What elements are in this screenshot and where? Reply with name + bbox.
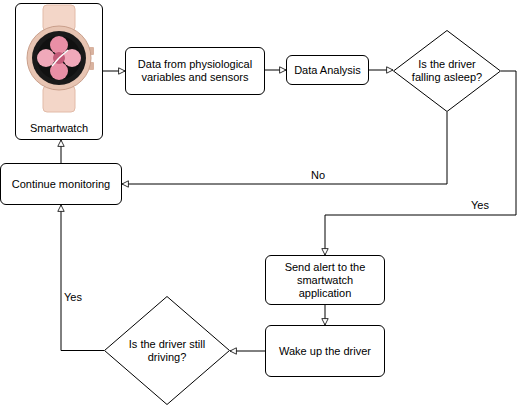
flow-arrow: [61, 205, 104, 351]
diamond-outline: [394, 31, 501, 112]
process-box: Send alert to the smartwatch application: [265, 255, 385, 305]
node-text-group: Smartwatch: [30, 122, 88, 135]
node-label: Data from physiological variables and se…: [132, 58, 258, 84]
process-box: Data Analysis: [286, 55, 369, 85]
diamond-outline: [105, 297, 230, 405]
flow-arrow: [265, 70, 286, 71]
edge-label: Yes: [64, 291, 82, 304]
process-box: Data from physiological variables and se…: [125, 47, 265, 95]
node-label: Is the driver falling asleep?: [407, 58, 487, 84]
flow-arrow: [122, 112, 447, 184]
flow-arrow: [103, 71, 125, 72]
node-text-group: Is the driver falling asleep?: [407, 58, 487, 84]
flow-arrow: [325, 71, 516, 255]
node-text-group: Continue monitoring: [12, 178, 110, 191]
node-label: Wake up the driver: [279, 345, 371, 358]
flow-arrow: [325, 305, 326, 325]
flow-arrow: [230, 351, 265, 352]
device-box: Smartwatch: [15, 3, 103, 140]
edge-label: No: [311, 169, 325, 182]
node-label: Data Analysis: [294, 64, 361, 77]
node-text-group: Data Analysis: [294, 64, 361, 77]
process-box: Wake up the driver: [265, 325, 385, 377]
process-box: Continue monitoring: [0, 163, 122, 205]
node-text-group: Wake up the driver: [279, 345, 371, 358]
decision-diamond: Is the driver still driving?: [104, 296, 230, 405]
node-text-group: Is the driver still driving?: [120, 338, 214, 364]
flow-arrow: [61, 140, 62, 163]
node-label: Send alert to the smartwatch application: [274, 261, 376, 300]
node-label: Is the driver still driving?: [120, 338, 214, 364]
decision-diamond: Is the driver falling asleep?: [393, 30, 501, 112]
node-text-group: Send alert to the smartwatch application: [274, 261, 376, 300]
edge-label: Yes: [471, 199, 489, 212]
node-text-group: Data from physiological variables and se…: [132, 58, 258, 84]
node-label: Continue monitoring: [12, 178, 110, 191]
flow-arrow: [369, 70, 393, 71]
node-label: Smartwatch: [30, 122, 88, 135]
